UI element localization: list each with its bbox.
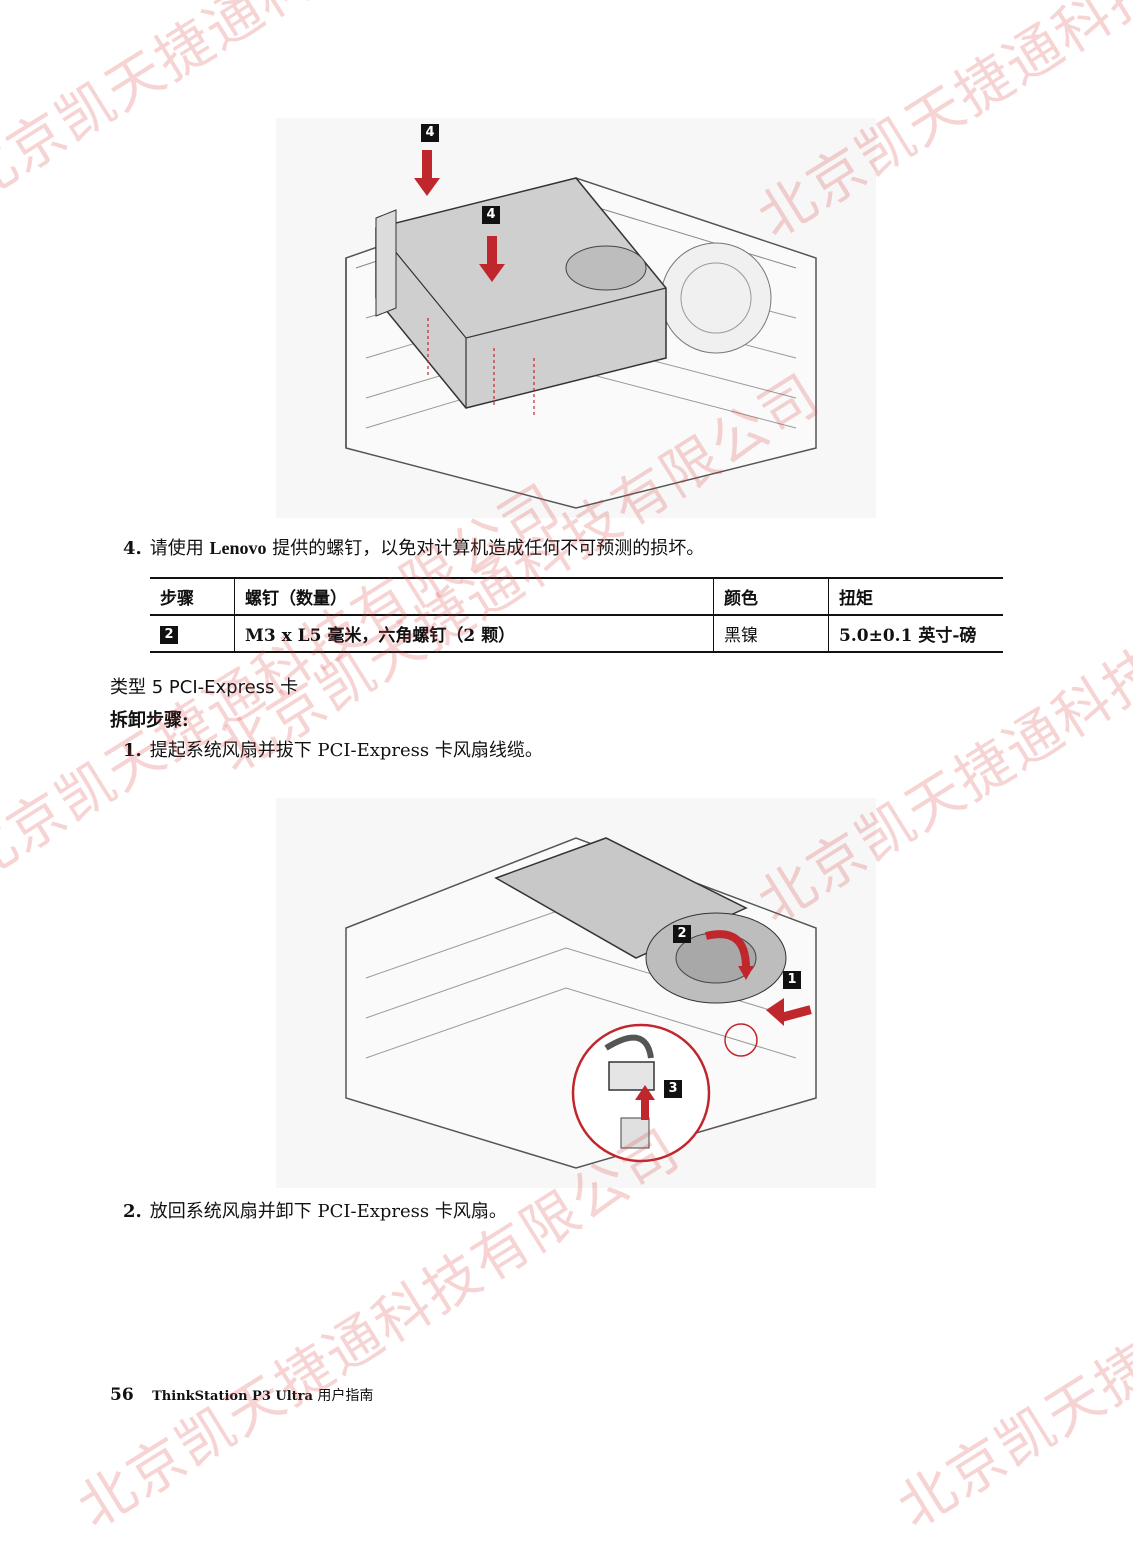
- rotate-arrow-icon: [705, 930, 750, 969]
- column-header-step: 步骤: [150, 578, 235, 615]
- step-text-after: 提供的螺钉，以免对计算机造成任何不可预测的损坏。: [272, 538, 705, 559]
- down-arrow-icon: [414, 150, 440, 196]
- figure-gpu-install: 4 4: [276, 118, 876, 518]
- section-title: 类型 5 PCI-Express 卡: [110, 677, 299, 698]
- brand-name: Lenovo: [209, 538, 267, 558]
- left-arrow-icon: [766, 998, 812, 1026]
- torque-cell: 5.0±0.1 英寸-磅: [828, 615, 1003, 652]
- step-text: 提起系统风扇并拔下 PCI-Express 卡风扇线缆。: [149, 740, 543, 761]
- column-header-screw: 螺钉（数量）: [234, 578, 714, 615]
- color-cell: 黑镍: [713, 615, 829, 652]
- step-number: 4.: [123, 538, 142, 559]
- callout-badge: 3: [664, 1080, 682, 1098]
- instruction-step-4: 4. 请使用 Lenovo 提供的螺钉，以免对计算机造成任何不可预测的损坏。: [123, 536, 704, 561]
- step-number: 2.: [123, 1201, 142, 1222]
- step-cell: 2: [150, 615, 235, 652]
- page-footer: 56 ThinkStation P3 Ultra 用户指南: [110, 1385, 373, 1405]
- step-text: 放回系统风扇并卸下 PCI-Express 卡风扇。: [149, 1201, 507, 1222]
- instruction-step-1: 1. 提起系统风扇并拔下 PCI-Express 卡风扇线缆。: [123, 739, 543, 763]
- screw-cell: M3 x L5 毫米，六角螺钉（2 颗）: [234, 615, 714, 652]
- watermark: 北京凯天捷通科技有限公司: [886, 1117, 1133, 1542]
- callout-badge: 4: [421, 124, 439, 142]
- screw-spec-table: 步骤 螺钉（数量） 颜色 扭矩 2 M3 x L5 毫米，六角螺钉（2 颗） 黑…: [150, 577, 1003, 653]
- column-header-color: 颜色: [713, 578, 829, 615]
- procedure-label: 拆卸步骤:: [110, 710, 189, 731]
- column-header-torque: 扭矩: [828, 578, 1003, 615]
- callout-badge: 1: [783, 971, 801, 989]
- document-subtitle: 用户指南: [317, 1388, 374, 1404]
- callout-badge: 4: [482, 206, 500, 224]
- instruction-step-2: 2. 放回系统风扇并卸下 PCI-Express 卡风扇。: [123, 1200, 507, 1224]
- document-title: ThinkStation P3 Ultra: [152, 1389, 313, 1404]
- step-number: 1.: [123, 740, 142, 761]
- callout-badge: 2: [673, 925, 691, 943]
- up-arrow-icon: [635, 1085, 655, 1120]
- fan-cable-illustration: [276, 798, 876, 1188]
- table-header-row: 步骤 螺钉（数量） 颜色 扭矩: [150, 578, 1003, 615]
- gpu-install-illustration: [276, 118, 876, 518]
- table-row: 2 M3 x L5 毫米，六角螺钉（2 颗） 黑镍 5.0±0.1 英寸-磅: [150, 615, 1003, 652]
- page-number: 56: [110, 1385, 134, 1405]
- down-arrow-icon: [479, 236, 505, 282]
- step-badge: 2: [160, 626, 178, 644]
- figure-fan-cable: 2 1 3: [276, 798, 876, 1188]
- step-text-before: 请使用: [149, 538, 204, 559]
